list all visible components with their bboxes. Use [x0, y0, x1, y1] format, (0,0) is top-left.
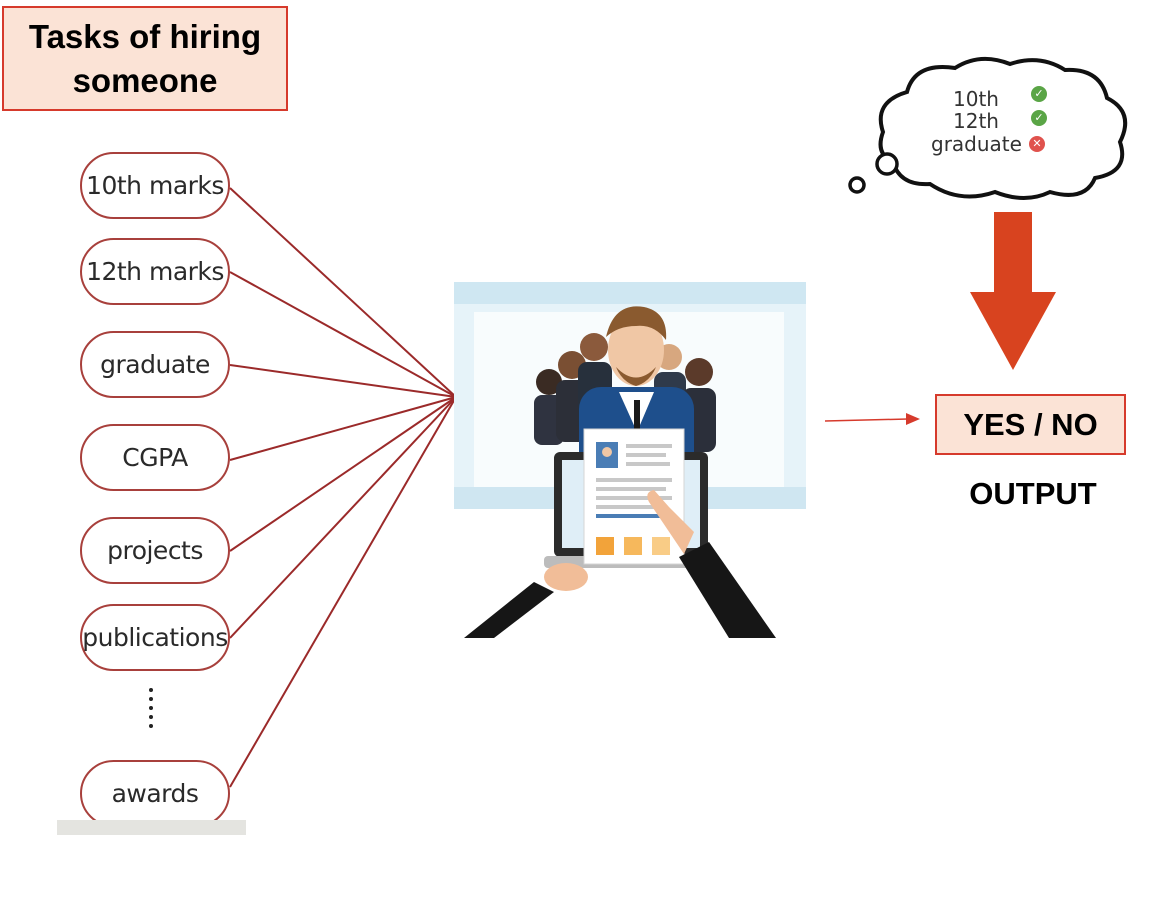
thought-cloud: 10th ✓ 12th ✓ graduate ✕	[845, 54, 1135, 204]
connector-12th	[229, 271, 457, 398]
feature-label: 12th marks	[86, 257, 224, 286]
feature-10th-marks: 10th marks	[80, 152, 230, 219]
output-arrow-head	[906, 413, 920, 425]
feature-projects: projects	[80, 517, 230, 584]
cross-icon: ✕	[1029, 136, 1045, 152]
feature-graduate: graduate	[80, 331, 230, 398]
ellipsis-dots	[148, 688, 154, 733]
check-icon: ✓	[1031, 110, 1047, 126]
feature-label: graduate	[100, 350, 210, 379]
output-value: YES / NO	[963, 406, 1098, 442]
diagram-title: Tasks of hiring someone	[28, 17, 262, 99]
thought-item-12th: 12th	[953, 109, 999, 133]
title-box: Tasks of hiring someone	[2, 6, 288, 111]
down-arrow-icon	[970, 212, 1056, 370]
connector-awards	[229, 396, 457, 788]
base-shadow	[57, 820, 246, 835]
connector-10th	[229, 187, 457, 398]
connector-graduate	[229, 364, 457, 398]
feature-label: awards	[111, 779, 199, 808]
feature-label: 10th marks	[86, 171, 224, 200]
thought-item-graduate: graduate	[931, 132, 1022, 156]
feature-12th-marks: 12th marks	[80, 238, 230, 305]
feature-awards: awards	[80, 760, 230, 827]
recruiter-illustration	[454, 282, 806, 638]
feature-label: CGPA	[122, 443, 188, 472]
feature-label: projects	[107, 536, 203, 565]
output-box: YES / NO	[935, 394, 1126, 455]
connector-projects	[229, 396, 457, 552]
connector-cgpa	[229, 396, 457, 461]
feature-label: publications	[82, 623, 228, 652]
feature-publications: publications	[80, 604, 230, 671]
connector-publications	[229, 396, 457, 639]
check-icon: ✓	[1031, 86, 1047, 102]
thought-item-10th: 10th	[953, 87, 999, 111]
output-label: OUTPUT	[969, 476, 1097, 511]
output-arrow-line	[824, 418, 909, 422]
feature-cgpa: CGPA	[80, 424, 230, 491]
